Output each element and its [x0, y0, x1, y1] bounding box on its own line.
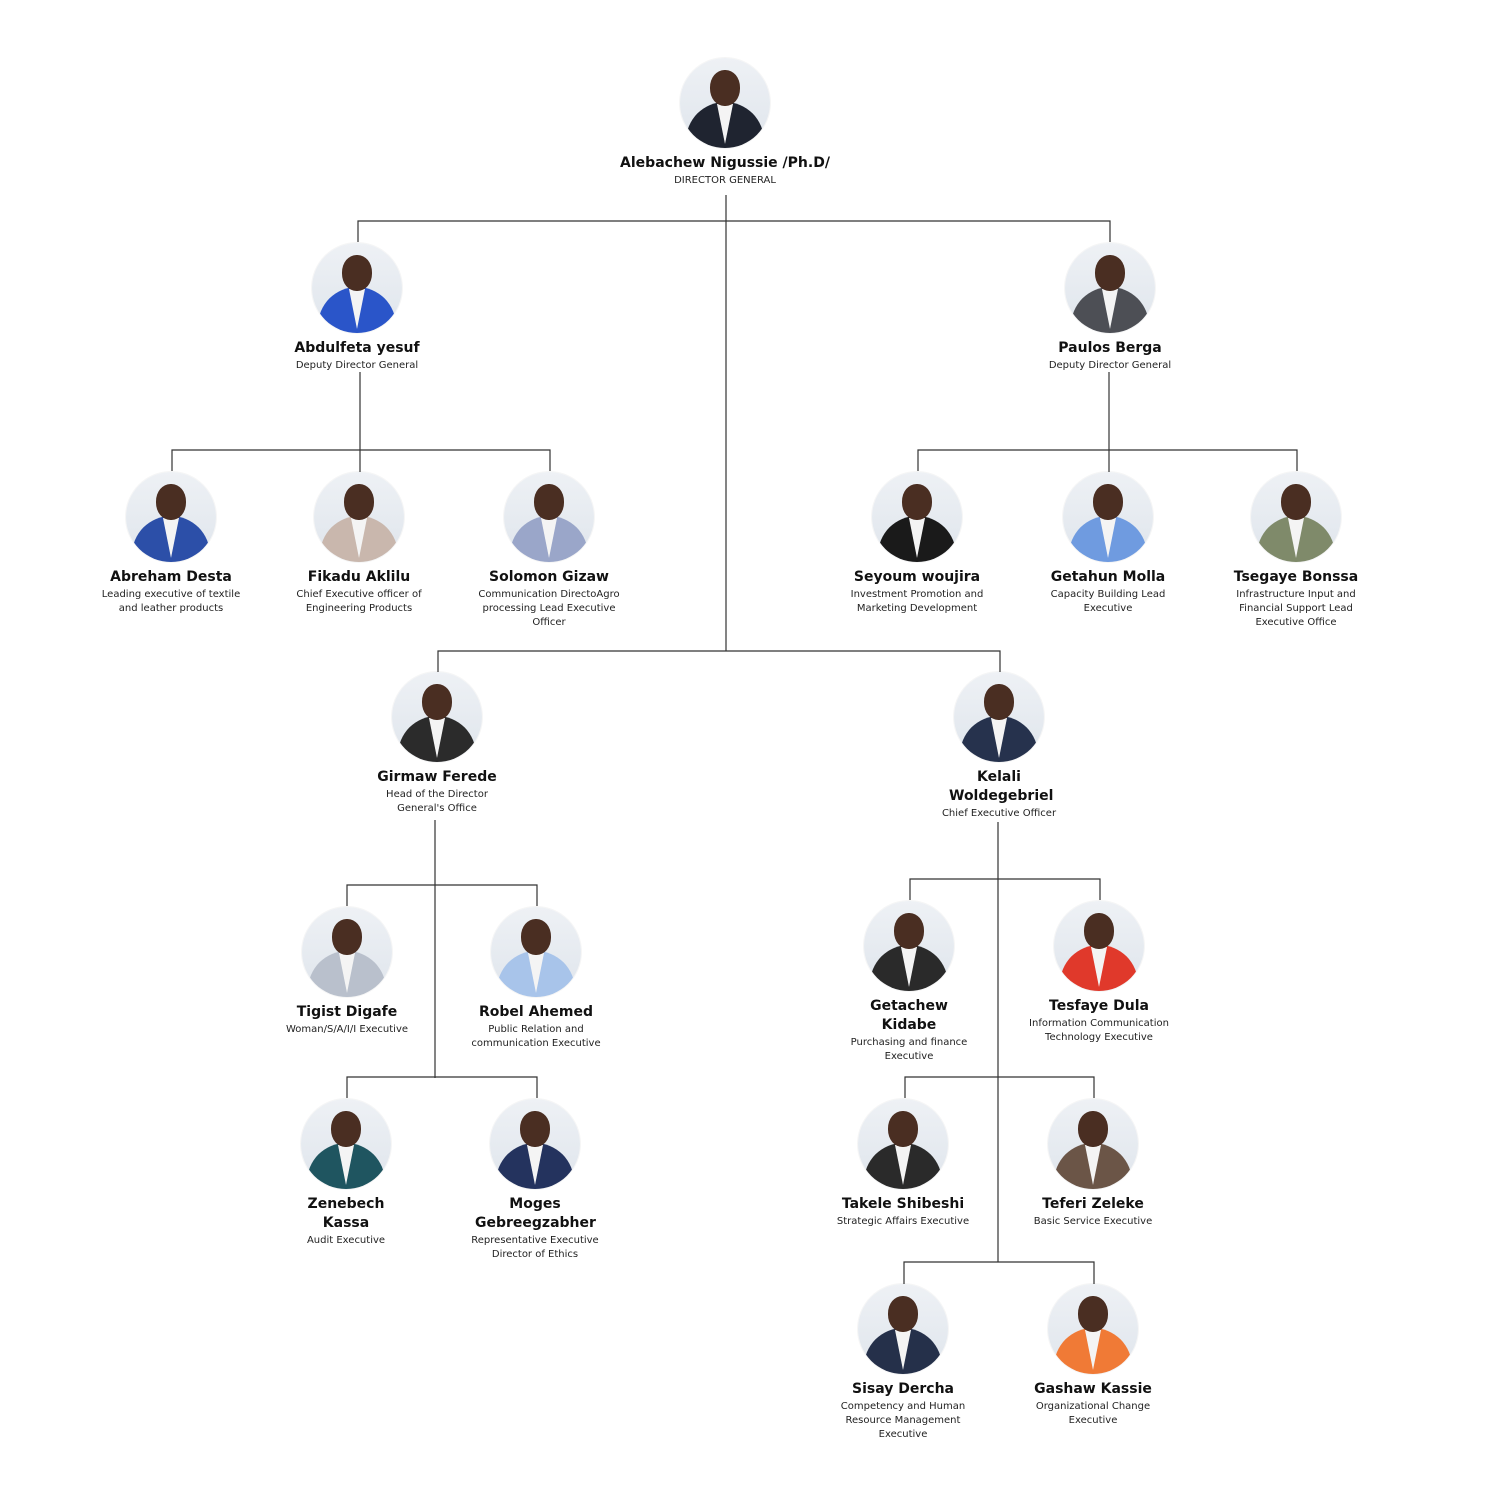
person-title: Capacity Building Lead Executive [1050, 589, 1166, 614]
avatar [954, 672, 1044, 762]
connector [437, 650, 1001, 672]
person-title: Basic Service Executive [1033, 1216, 1153, 1227]
avatar [490, 1099, 580, 1189]
person-name: Alebachew Nigussie /Ph.D/ [620, 155, 830, 171]
avatar [504, 472, 594, 562]
avatar [126, 472, 216, 562]
avatar [314, 472, 404, 562]
avatar [491, 907, 581, 997]
node-abreham-desta: Abreham Desta Leading executive of texti… [96, 472, 246, 616]
person-title: Chief Executive officer of Engineering P… [296, 589, 422, 614]
connector [917, 449, 1298, 471]
avatar [1048, 1284, 1138, 1374]
avatar [872, 472, 962, 562]
connector [357, 220, 1111, 242]
avatar [1054, 901, 1144, 991]
person-title: Strategic Affairs Executive [836, 1216, 970, 1227]
person-name: Moges Gebreegzabher [475, 1196, 596, 1231]
person-name: Abdulfeta yesuf [294, 340, 420, 356]
person-title: Public Relation and communication Execut… [471, 1024, 601, 1049]
avatar [302, 907, 392, 997]
person-name: Robel Ahemed [479, 1004, 593, 1020]
avatar [1065, 243, 1155, 333]
node-gashaw-kassie: Gashaw Kassie Organizational Change Exec… [1028, 1284, 1158, 1428]
person-name: Girmaw Ferede [377, 769, 497, 785]
connector [909, 878, 1101, 900]
node-robel-ahemed: Robel Ahemed Public Relation and communi… [466, 907, 606, 1051]
person-name: Paulos Berga [1058, 340, 1162, 356]
node-getahun-molla: Getahun Molla Capacity Building Lead Exe… [1043, 472, 1173, 616]
person-name: Tigist Digafe [296, 1004, 398, 1020]
person-title: Audit Executive [306, 1235, 386, 1246]
person-name: Fikadu Aklilu [307, 569, 411, 585]
avatar [1251, 472, 1341, 562]
avatar [864, 901, 954, 991]
node-takele-shibeshi: Takele Shibeshi Strategic Affairs Execut… [828, 1099, 978, 1229]
node-teferi-zeleke: Teferi Zeleke Basic Service Executive [1023, 1099, 1163, 1229]
person-title: Competency and Human Resource Management… [840, 1401, 966, 1440]
person-name: Abreham Desta [110, 569, 232, 585]
person-title: Deputy Director General [295, 360, 419, 371]
person-name: Teferi Zeleke [1042, 1196, 1144, 1212]
person-name: Gashaw Kassie [1034, 1381, 1152, 1397]
person-title: Chief Executive Officer [941, 808, 1057, 819]
node-seyoum-woujira: Seyoum woujira Investment Promotion and … [847, 472, 987, 616]
person-name: Solomon Gizaw [489, 569, 609, 585]
avatar [301, 1099, 391, 1189]
person-title: Information Communication Technology Exe… [1029, 1018, 1169, 1043]
person-title: Head of the Director General's Office [386, 789, 488, 814]
avatar [1063, 472, 1153, 562]
node-getachew-kidabe: Getachew Kidabe Purchasing and finance E… [844, 901, 974, 1064]
avatar [680, 58, 770, 148]
person-name: Sisay Dercha [852, 1381, 954, 1397]
person-name: Tesfaye Dula [1049, 998, 1149, 1014]
avatar [858, 1284, 948, 1374]
avatar [858, 1099, 948, 1189]
person-title: DIRECTOR GENERAL [674, 175, 776, 186]
person-name: Kelali Woldegebriel [949, 769, 1054, 804]
person-name: Takele Shibeshi [841, 1196, 965, 1212]
person-name: Getachew Kidabe [870, 998, 948, 1033]
connector [904, 1076, 1095, 1098]
node-deputy-abdulfeta: Abdulfeta yesuf Deputy Director General [277, 243, 437, 373]
node-director-general: Alebachew Nigussie /Ph.D/ DIRECTOR GENER… [605, 58, 845, 188]
node-kelali-woldegebriel: Kelali Woldegebriel Chief Executive Offi… [934, 672, 1064, 821]
connector [346, 884, 538, 906]
connector [346, 1076, 538, 1098]
person-title: Leading executive of textile and leather… [101, 589, 241, 614]
person-title: Investment Promotion and Marketing Devel… [850, 589, 984, 614]
person-name: Seyoum woujira [853, 569, 981, 585]
avatar [392, 672, 482, 762]
person-title: Representative Executive Director of Eth… [471, 1235, 599, 1260]
avatar [1048, 1099, 1138, 1189]
connector [171, 449, 551, 471]
person-name: Tsegaye Bonssa [1233, 569, 1359, 585]
person-title: Communication DirectoAgro processing Lea… [478, 589, 620, 628]
node-deputy-paulos: Paulos Berga Deputy Director General [1030, 243, 1190, 373]
node-tigist-digafe: Tigist Digafe Woman/S/A/I/I Executive [272, 907, 422, 1037]
person-title: Deputy Director General [1048, 360, 1172, 371]
avatar [312, 243, 402, 333]
person-title: Organizational Change Executive [1035, 1401, 1151, 1426]
node-tsegaye-bonssa: Tsegaye Bonssa Infrastructure Input and … [1231, 472, 1361, 630]
person-name: Zenebech Kassa [307, 1196, 385, 1231]
person-name: Getahun Molla [1050, 569, 1166, 585]
node-tesfaye-dula: Tesfaye Dula Information Communication T… [1024, 901, 1174, 1045]
person-title: Infrastructure Input and Financial Suppo… [1236, 589, 1356, 628]
node-solomon-gizaw: Solomon Gizaw Communication DirectoAgro … [474, 472, 624, 630]
person-title: Purchasing and finance Executive [850, 1037, 968, 1062]
connector [903, 1261, 1095, 1284]
node-fikadu-aklilu: Fikadu Aklilu Chief Executive officer of… [289, 472, 429, 616]
node-sisay-dercha: Sisay Dercha Competency and Human Resour… [833, 1284, 973, 1442]
node-zenebech-kassa: Zenebech Kassa Audit Executive [286, 1099, 406, 1248]
person-title: Woman/S/A/I/I Executive [285, 1024, 409, 1035]
node-girmaw-ferede: Girmaw Ferede Head of the Director Gener… [372, 672, 502, 816]
node-moges-gebreegzabher: Moges Gebreegzabher Representative Execu… [465, 1099, 605, 1262]
